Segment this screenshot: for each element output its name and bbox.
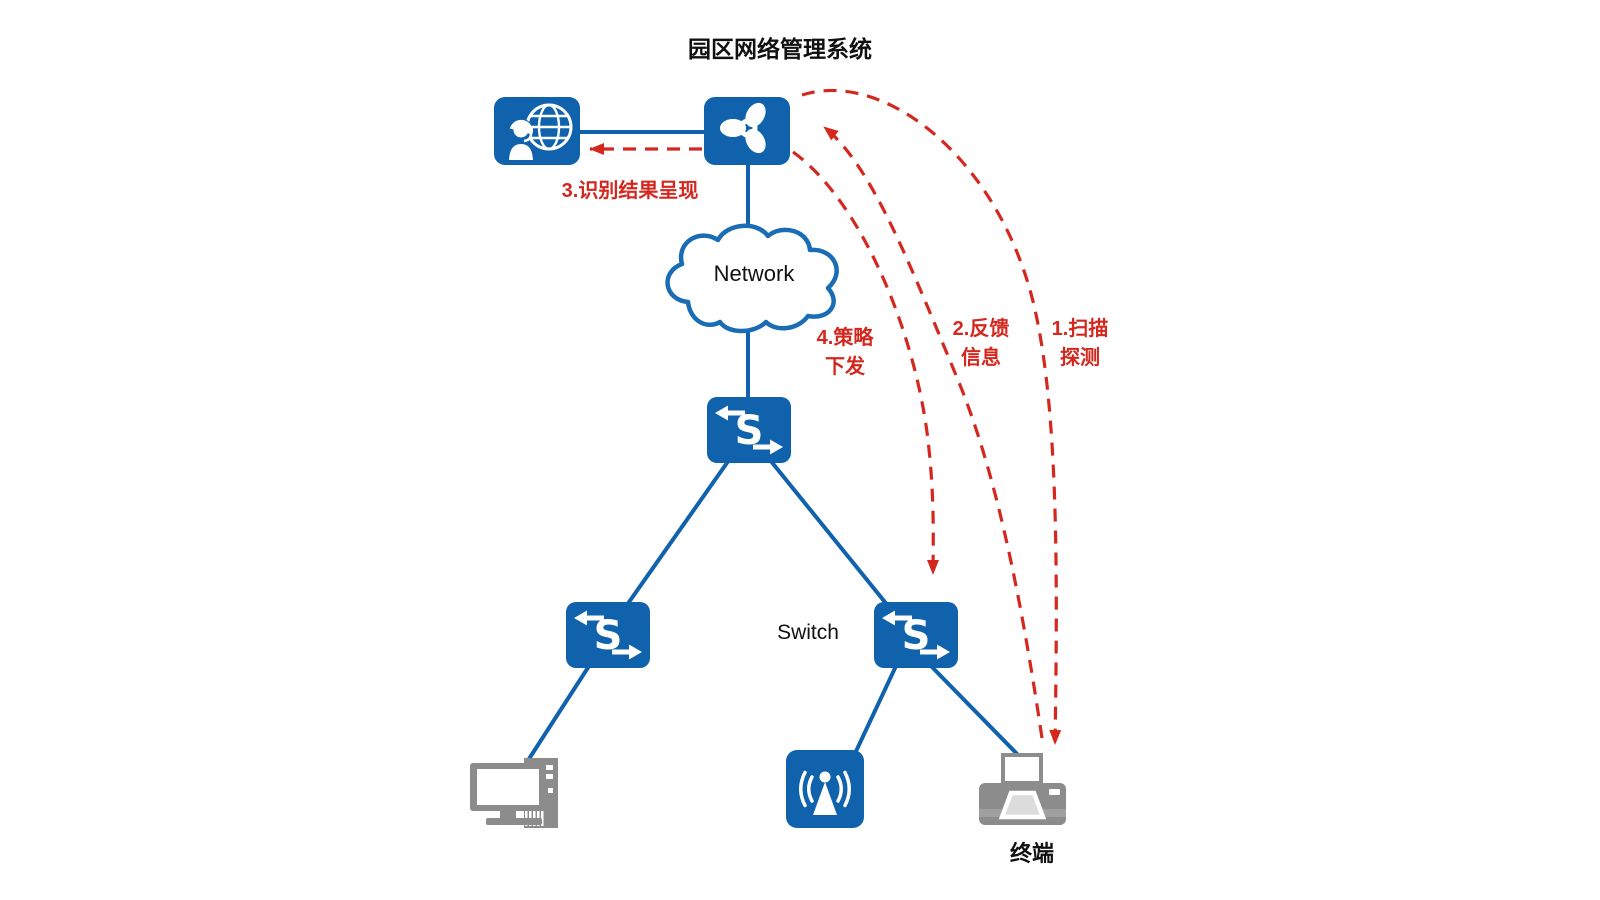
desktop-pc-icon — [470, 758, 558, 828]
link-right-switch-terminal — [929, 664, 1025, 762]
arrow-step1-scan-probe — [801, 89, 1062, 745]
operator-person — [504, 118, 538, 164]
node-left-switch: S — [566, 602, 650, 668]
node-admin — [494, 97, 580, 165]
link-core-right-switch — [768, 458, 895, 614]
step4-label: 4.策略 下发 — [816, 327, 874, 378]
link-right-switch-ap — [849, 665, 898, 763]
switch-icon: S — [566, 602, 650, 668]
printer-icon — [979, 753, 1066, 825]
network-cloud-label: Network — [713, 261, 795, 286]
switch-arrows — [715, 405, 783, 455]
node-right-switch: S — [874, 602, 958, 668]
switch-icon: S — [707, 397, 791, 463]
step3-label: 3.识别结果呈现 — [561, 180, 699, 202]
fan-hub — [738, 118, 758, 138]
node-controller — [704, 97, 790, 165]
headset-mic — [523, 133, 533, 143]
printer-tray — [998, 790, 1047, 820]
switch-arrows — [574, 610, 642, 660]
switch-icon: S — [874, 602, 958, 668]
radio-waves — [799, 770, 851, 808]
node-terminal-printer — [975, 745, 1070, 830]
node-pc — [462, 748, 562, 832]
switch-label: Switch — [777, 621, 839, 644]
node-core-switch: S — [707, 397, 791, 463]
fan-controller-icon — [704, 97, 790, 165]
step1-label: 1.扫描 探测 — [1051, 318, 1109, 369]
arrow-step4-policy-delivery — [792, 150, 940, 575]
arrow-step2-feedback — [823, 125, 1044, 739]
antenna — [813, 771, 837, 815]
diagram-title: 园区网络管理系统 — [688, 36, 872, 62]
printer-led — [1049, 789, 1060, 795]
icon-tile — [704, 97, 790, 165]
headset-earcup — [528, 126, 533, 134]
operator-globe-icon — [494, 97, 580, 165]
link-left-switch-pc — [525, 664, 591, 764]
step2-label: 2.反馈 信息 — [952, 318, 1010, 369]
pc-monitor — [470, 763, 546, 825]
wireless-ap-icon — [786, 750, 864, 828]
headset-band — [509, 119, 533, 130]
printer-paper — [1001, 753, 1043, 785]
node-wireless-ap — [786, 750, 864, 828]
network-cloud-shape — [665, 223, 839, 334]
switch-arrows — [882, 610, 950, 660]
link-core-left-switch — [620, 458, 731, 614]
fan-blades — [720, 102, 766, 154]
terminal-label: 终端 — [1009, 841, 1054, 866]
